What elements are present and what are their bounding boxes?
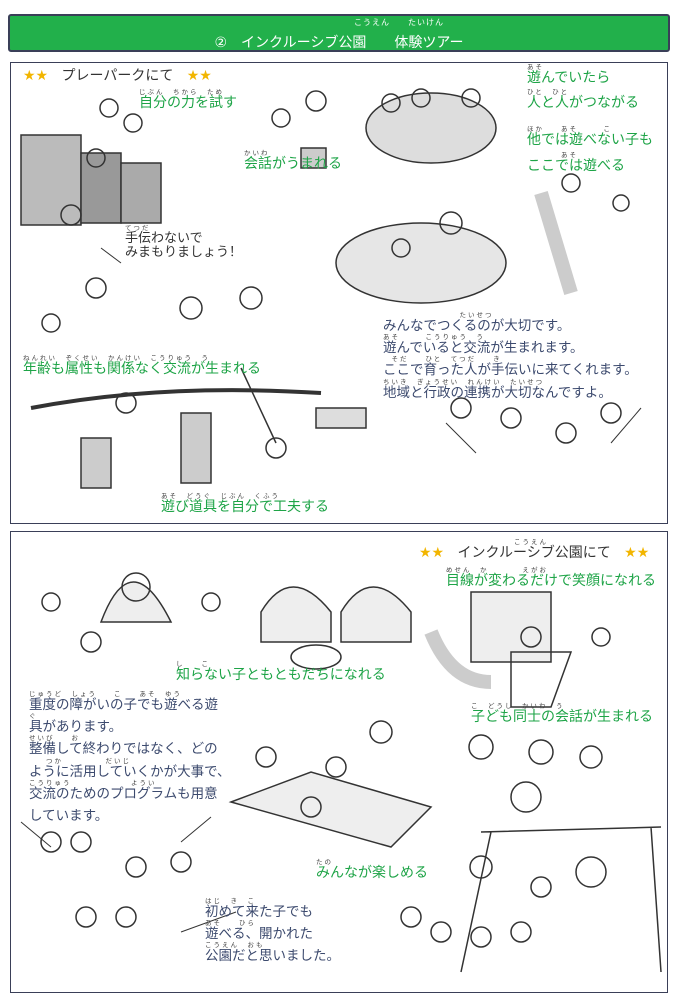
star-icon: ★★ (419, 545, 445, 561)
speech-line: ように活用していくかが大事で、 (29, 763, 231, 780)
speech-line: 遊んでいると交流が生まれます。 (383, 340, 584, 357)
caption-make-friends: し こ知らない子ともともだちになれる (176, 660, 386, 683)
star-icon: ★★ (23, 68, 49, 84)
panel-play-park: ★★ プレーパークにて ★★ じぶん ちから ため自分の力を試すあそ遊んでいたら… (10, 62, 668, 524)
caption-ruby: ひと ひと (527, 88, 570, 96)
caption-line: みまもりましょう！ (125, 244, 243, 260)
caption-interaction-all-ages: ねんれい ぞくせい かんけい こうりゅう う年齢も属性も関係なく交流が生まれる (23, 354, 261, 377)
caption-ruby: あそ (527, 151, 578, 159)
speech-line: 重度の障がいの子でも遊べる遊 (29, 697, 218, 713)
caption-line: 自分の力を試す (139, 95, 237, 111)
caption-line: 会話がうまれる (244, 156, 342, 172)
caption-watch-over: てつだ手伝わないでみまもりましょう！ (125, 224, 242, 259)
caption-line: 遊び道具を自分で工夫する (161, 499, 329, 515)
caption-ruby: じぶん ちから ため (139, 88, 224, 96)
caption-line: ここでは遊べる (527, 158, 625, 174)
play-park-illustration (20, 88, 642, 489)
caption-cant-play-elsewhere: ほか あそ こ他では遊べない子も (527, 125, 653, 148)
speech-line: 公園だと思いました。 (205, 948, 340, 965)
caption-everyone-enjoys: たのみんなが楽しめる (316, 858, 428, 881)
speech-line: しています。 (29, 807, 109, 824)
title-banner: こうえん たいけん ② インクルーシブ公園 体験ツアー (8, 14, 670, 52)
panel-inclusive-park: こうえん ★★ インクルーシブ公園にて ★★ めせん か えがお目線が変わるだけ… (10, 531, 668, 993)
caption-people-connect: ひと ひと人と人がつながる (527, 88, 639, 111)
play-park-heading: ★★ プレーパークにて ★★ (23, 68, 212, 84)
speech-ruby: こうりゅう ようい (29, 778, 157, 787)
caption-conversation-born: かいわ会話がうまれる (244, 149, 342, 172)
caption-ruby: めせん か えがお (446, 566, 548, 574)
speech-ruby: たいせつ (383, 311, 494, 319)
caption-smile-eye-level: めせん か えがお目線が変わるだけで笑顔になれる (446, 566, 656, 589)
speech-line: 地域と行政の連携が大切なんですよ。 (383, 384, 612, 401)
caption-ruby: てつだ (125, 224, 151, 232)
title-ruby: こうえん たいけん (354, 18, 444, 27)
speech-ruby: つか だいじ (29, 756, 131, 765)
speech-line: 初めて来た子でも (205, 904, 313, 920)
inclusive-park-illustration (20, 572, 662, 973)
star-icon: ★★ (186, 68, 212, 84)
speech-ruby: じゅうど しょう こ あそ ゆう (29, 690, 182, 698)
caption-ruby: ほか あそ こ (527, 125, 612, 133)
caption-line: 人と人がつながる (527, 95, 639, 111)
caption-line: 他では遊べない子も (527, 132, 653, 148)
caption-devise-toys: あそ どうぐ じぶん くふう遊び道具を自分で工夫する (161, 492, 329, 515)
caption-line: 子ども同士の会話が生まれる (471, 709, 653, 725)
speech-ruby: あそ こうりゅう う (383, 333, 485, 342)
speech-line: みんなでつくるのが大切です。 (383, 318, 571, 334)
caption-ruby: あそ (527, 63, 544, 71)
speech-ruby: はじ き こ (205, 897, 256, 905)
caption-test-your-strength: じぶん ちから ため自分の力を試す (139, 88, 237, 111)
speech-line: 交流のためのプログラムも用意 (29, 785, 218, 802)
speech-programs: じゅうど しょう こ あそ ゆう重度の障がいの子でも遊べる遊ぐ具があります。せい… (29, 690, 231, 823)
caption-ruby: し こ (176, 660, 210, 668)
speech-ruby: ぐ (29, 712, 38, 721)
caption-line: 知らない子ともともだちになれる (176, 667, 386, 683)
inclusive-park-heading: こうえん ★★ インクルーシブ公園にて ★★ (419, 538, 650, 561)
speech-line: 具があります。 (29, 719, 123, 736)
speech-ruby: せいび お (29, 734, 80, 743)
speech-ruby: こうえん おも (205, 941, 265, 950)
caption-line: 目線が変わるだけで笑顔になれる (446, 573, 656, 589)
speech-open-park: はじ き こ初めて来た子でもあそ ひら遊べる、開かれたこうえん おも公園だと思い… (205, 897, 340, 964)
caption-line: みんなが楽しめる (316, 865, 428, 881)
speech-ruby: そだ ひと てつだ き (383, 355, 502, 364)
speech-line: 整備して終わりではなく、どの (29, 741, 218, 758)
star-icon: ★★ (624, 545, 650, 561)
caption-ruby: ねんれい ぞくせい かんけい こうりゅう う (23, 354, 210, 362)
caption-ruby: たの (316, 858, 333, 866)
caption-line: 遊んでいたら (527, 70, 611, 86)
speech-ruby: あそ ひら (205, 919, 256, 928)
page-title: ② インクルーシブ公園 体験ツアー (214, 35, 464, 51)
caption-kids-conversation: こ どうし かいわ う子ども同士の会話が生まれる (471, 702, 653, 725)
speech-line: ここで育った人が手伝いに来てくれます。 (383, 362, 638, 379)
caption-can-play-here: あそここでは遊べる (527, 151, 625, 174)
caption-line: 年齢も属性も関係なく交流が生まれる (23, 361, 261, 377)
speech-community: たいせつみんなでつくるのが大切です。あそ こうりゅう う遊んでいると交流が生まれ… (383, 311, 638, 400)
caption-ruby: こ どうし かいわ う (471, 702, 565, 710)
caption-line: 手伝わないで (125, 231, 203, 246)
caption-play-connects: あそ遊んでいたら (527, 63, 610, 86)
caption-ruby: あそ どうぐ じぶん くふう (161, 492, 280, 500)
caption-ruby: かいわ (244, 149, 270, 157)
speech-ruby: ちいき ぎょうせい れんけい たいせつ (383, 377, 545, 386)
speech-line: 遊べる、開かれた (205, 926, 313, 943)
